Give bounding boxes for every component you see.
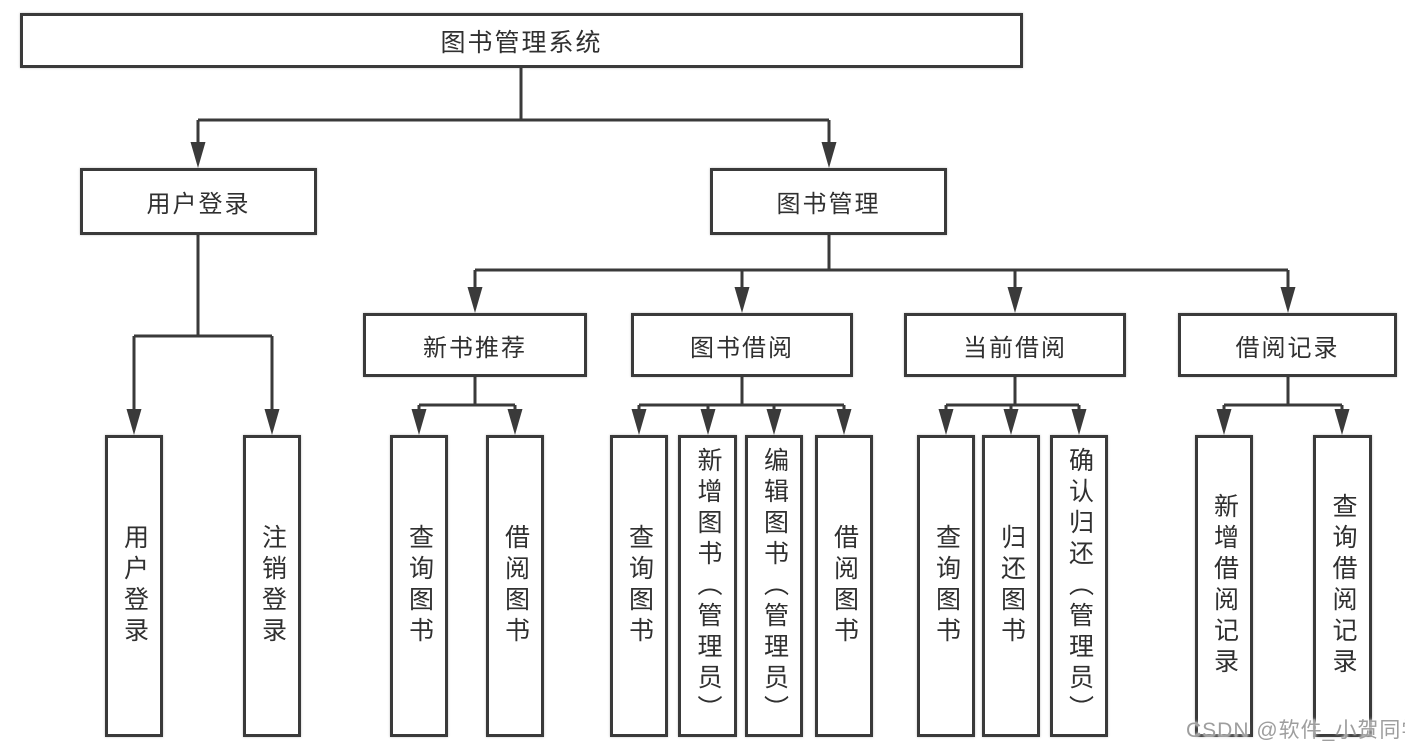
node-label: 新增图书（管理员） [694, 446, 722, 726]
node-label: 图书借阅 [690, 334, 794, 362]
leaf-borrow-edit-books-admin: 编辑图书（管理员） [745, 435, 803, 737]
node-label: 借阅图书 [501, 524, 530, 648]
node-book-borrowing: 图书借阅 [631, 313, 853, 377]
node-label: 编辑图书（管理员） [760, 446, 789, 726]
leaf-records-query-borrow-record: 查询借阅记录 [1313, 435, 1372, 737]
node-label: 用户登录 [146, 191, 251, 218]
node-label: 查询图书 [405, 524, 434, 648]
leaf-borrow-add-books-admin: 新增图书（管理员） [678, 435, 737, 737]
leaf-logout: 注销登录 [243, 435, 301, 737]
leaf-newbook-borrow-books: 借阅图书 [486, 435, 544, 737]
node-label: 注销登录 [258, 524, 287, 648]
node-label: 借阅记录 [1235, 334, 1340, 362]
leaf-records-add-borrow-record: 新增借阅记录 [1195, 435, 1253, 737]
node-label: 当前借阅 [963, 334, 1067, 362]
node-borrowing-records: 借阅记录 [1178, 313, 1397, 377]
node-new-book-recommendation: 新书推荐 [363, 313, 587, 377]
node-label: 查询图书 [625, 524, 654, 648]
leaf-newbook-query-books: 查询图书 [390, 435, 448, 737]
leaf-borrow-query-books: 查询图书 [610, 435, 668, 737]
node-label: 查询图书 [932, 524, 961, 648]
node-label: 用户登录 [120, 524, 149, 648]
csdn-watermark: CSDN @软件_小贺同学 [1186, 719, 1405, 742]
node-label: 图书管理 [776, 191, 881, 218]
leaf-current-query-books: 查询图书 [917, 435, 975, 737]
node-label: 借阅图书 [830, 524, 859, 648]
node-user-login: 用户登录 [80, 168, 317, 235]
node-label: 归还图书 [997, 524, 1026, 648]
node-current-borrowing: 当前借阅 [904, 313, 1126, 377]
leaf-user-login: 用户登录 [105, 435, 163, 737]
node-label: 新书推荐 [423, 334, 527, 362]
leaf-borrow-borrow-books: 借阅图书 [815, 435, 873, 737]
node-label: 图书管理系统 [440, 28, 603, 57]
node-label: 确认归还（管理员） [1065, 446, 1094, 726]
leaf-current-return-books: 归还图书 [982, 435, 1040, 737]
node-book-management: 图书管理 [710, 168, 947, 235]
node-label: 新增借阅记录 [1210, 493, 1239, 679]
node-library-management-system: 图书管理系统 [20, 13, 1023, 68]
node-label: 查询借阅记录 [1329, 493, 1357, 679]
leaf-current-confirm-return-admin: 确认归还（管理员） [1050, 435, 1108, 737]
